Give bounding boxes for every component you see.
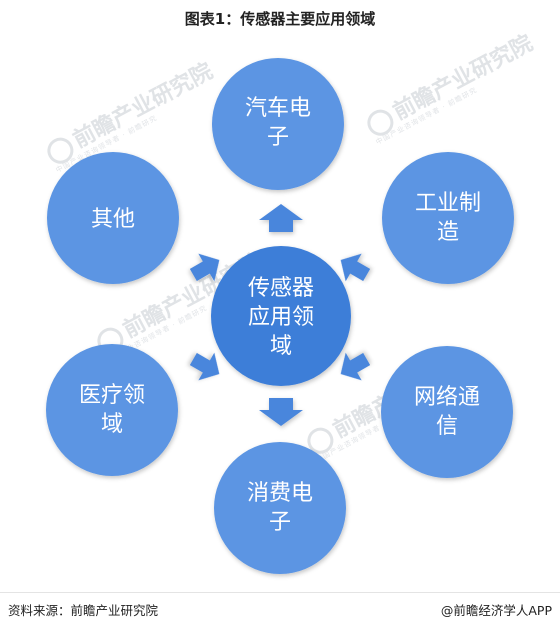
- node-medical-line-2: 域: [101, 412, 123, 437]
- arrow-upper-left: [189, 253, 220, 282]
- node-other-line-1: 其他: [91, 207, 135, 232]
- node-auto-line-2: 子: [267, 125, 289, 150]
- node-network-line-1: 网络通: [414, 385, 480, 410]
- credit-note: @前瞻经济学人APP: [440, 603, 552, 618]
- center-line-1: 传感器: [248, 276, 314, 301]
- arrow-down: [259, 398, 303, 426]
- arrow-lower-left: [189, 352, 220, 381]
- center-line-3: 域: [270, 334, 292, 359]
- figure-title: 图表1：传感器主要应用领域: [184, 10, 376, 28]
- footer-divider: [0, 592, 560, 593]
- node-medical-line-1: 医疗领: [79, 383, 145, 408]
- node-industry-line-2: 造: [437, 220, 459, 245]
- node-network-line-2: 信: [436, 414, 458, 439]
- center-node: 传感器 应用领 域: [211, 246, 351, 386]
- node-other: 其他: [47, 152, 179, 284]
- node-industry-line-1: 工业制: [415, 191, 481, 216]
- node-auto-electronics: 汽车电 子: [212, 58, 344, 190]
- node-consumer-electronics: 消费电 子: [214, 442, 346, 574]
- node-network-communication: 网络通 信: [381, 346, 513, 478]
- footer: 资料来源：前瞻产业研究院 @前瞻经济学人APP: [8, 600, 552, 620]
- node-consumer-line-2: 子: [269, 510, 291, 535]
- arrow-lower-right: [340, 352, 371, 381]
- node-industrial-manufacturing: 工业制 造: [382, 152, 514, 284]
- node-consumer-line-1: 消费电: [247, 481, 313, 506]
- arrow-up: [259, 204, 303, 232]
- center-line-2: 应用领: [248, 305, 314, 330]
- node-medical: 医疗领 域: [46, 344, 178, 476]
- arrow-upper-right: [340, 253, 371, 282]
- source-note: 资料来源：前瞻产业研究院: [8, 603, 159, 618]
- node-auto-line-1: 汽车电: [245, 96, 311, 121]
